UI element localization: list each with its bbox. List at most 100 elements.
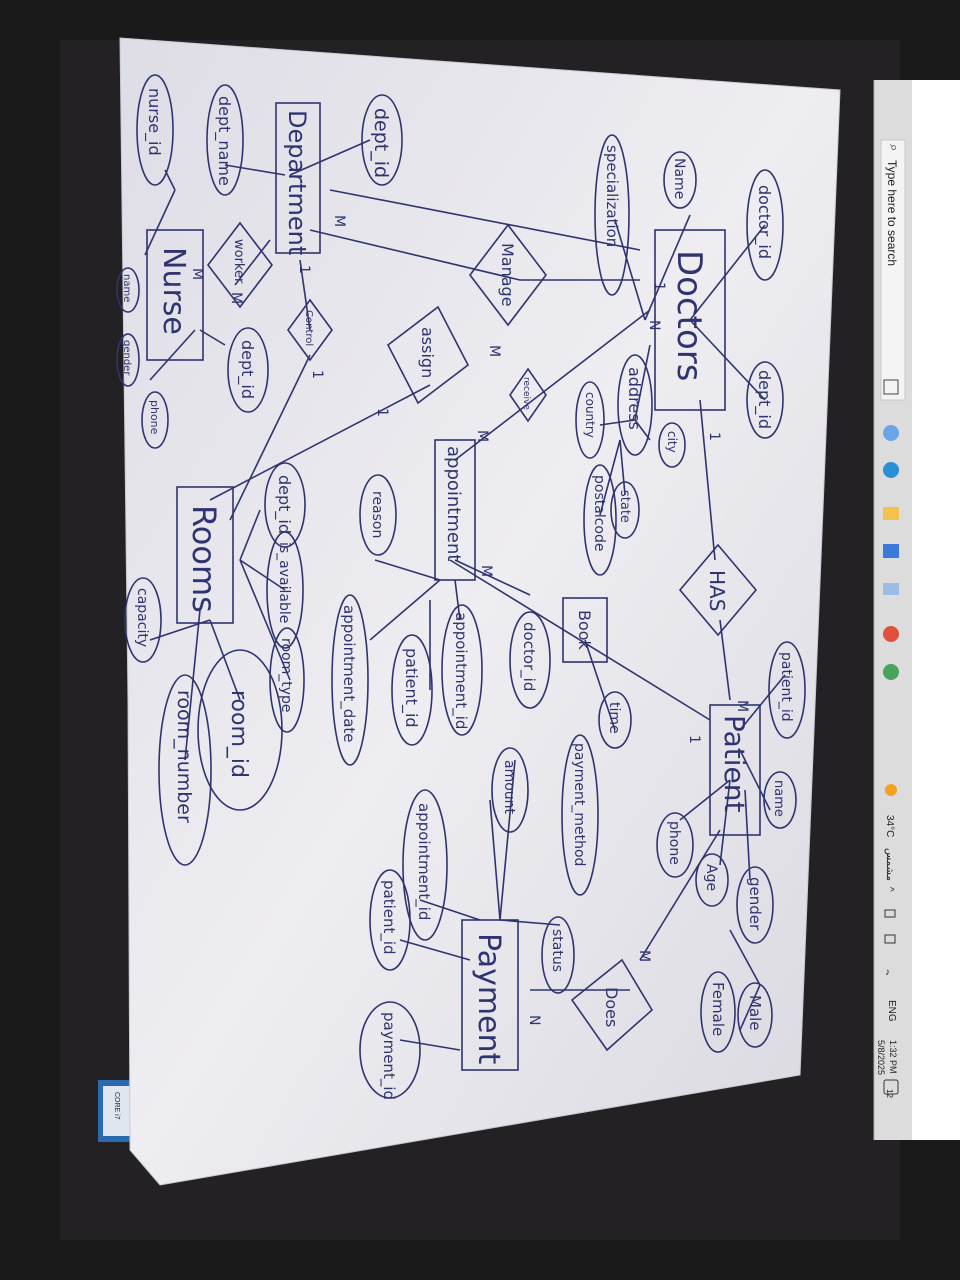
store-icon[interactable] — [883, 544, 899, 558]
attr-nurse-id-label: nurse_id — [144, 88, 164, 156]
clock-time[interactable]: 1:32 PM — [888, 1040, 898, 1074]
cardinality-7: 1 — [651, 282, 667, 291]
attr-patient-name-label: name — [771, 780, 786, 817]
attr-status-label: status — [549, 929, 565, 972]
cardinality-6: M — [478, 565, 494, 577]
battery-icon — [884, 909, 896, 918]
entity-department-label: Department — [283, 110, 311, 255]
copilot-icon[interactable] — [883, 425, 899, 441]
attr-room-type — [269, 627, 305, 733]
relationship-has-label: HAS — [705, 570, 729, 611]
file-explorer-icon[interactable] — [883, 507, 899, 520]
entity-patient — [709, 704, 761, 836]
attr-patient-phone — [656, 812, 694, 878]
entity-appointment — [434, 439, 476, 581]
attr-room-id — [197, 649, 283, 811]
attr-nurse-dept-id-label: dept_id — [237, 340, 257, 399]
relationship-worker-label: worker — [231, 239, 246, 284]
attr-doctor-id-label: doctor_id — [754, 185, 774, 259]
relationship-assign — [386, 305, 470, 405]
notification-icon[interactable] — [883, 1079, 899, 1095]
relationship-control-label: Control — [303, 310, 314, 346]
cardinality-10: 1 — [374, 408, 390, 417]
relationship-assign-label: assign — [418, 327, 437, 378]
cardinality-4: M — [636, 950, 652, 962]
cardinality-5: N — [526, 1015, 542, 1025]
attr-nurse-gender-label: gender — [121, 340, 132, 376]
entity-rooms-label: Rooms — [185, 505, 223, 613]
attr-specialization-label: specialization — [603, 145, 621, 247]
attr-payment-id-label: payment_id — [379, 1012, 398, 1100]
attr-room-number-label: room_number — [173, 690, 195, 823]
attr-is-available-label: is_available — [276, 542, 292, 623]
attr-specialization — [594, 134, 630, 296]
attr-room-dept-id — [264, 462, 306, 548]
attr-nurse-id — [136, 74, 174, 186]
relationship-does-label: Does — [602, 987, 621, 1027]
attr-appt-patient-id — [391, 634, 433, 746]
attr-appointment-date-label: appointment_date — [339, 605, 358, 743]
entity-doctors-label: Doctors — [669, 250, 709, 382]
entity-rooms — [176, 486, 234, 624]
attr-address-label: address — [625, 367, 644, 430]
attr-address — [617, 354, 653, 456]
attr-patient-id-label: patient_id — [778, 652, 794, 722]
chevron-up-icon[interactable]: ^ — [884, 887, 895, 892]
mail-icon[interactable] — [883, 583, 899, 595]
attr-appointment-id-label: appointment_id — [451, 612, 470, 729]
attr-appointment-date — [331, 594, 369, 766]
network-icon[interactable] — [884, 934, 896, 944]
attr-doctor-dept-id — [746, 361, 784, 439]
connector-lines — [144, 139, 786, 1051]
clock-date[interactable]: 5/8/2025 — [876, 1040, 886, 1075]
relationship-has — [678, 543, 758, 637]
search-icon[interactable]: ⌕ — [887, 144, 902, 151]
attr-patient-phone-label: phone — [666, 821, 682, 865]
weather-desc: مشمس — [884, 848, 895, 881]
attr-doctor-dept-id-label: dept_id — [754, 370, 774, 429]
attr-dept-name — [206, 84, 244, 196]
attr-capacity-label: capacity — [134, 588, 150, 647]
cardinality-2: M — [734, 700, 750, 712]
cardinality-15: M — [228, 292, 244, 304]
entity-payment-label: Payment — [471, 933, 506, 1065]
attr-dept-id — [361, 94, 403, 186]
attr-nurse-phone — [141, 391, 169, 449]
search-box[interactable] — [880, 139, 906, 401]
attr-country — [575, 381, 605, 459]
chrome-icon[interactable] — [883, 626, 899, 642]
relationship-receive-label: receive — [521, 377, 531, 410]
attr-payment-method — [561, 734, 599, 896]
relationship-control — [287, 298, 333, 362]
relationship-book-label: Book — [575, 610, 594, 651]
attr-nurse-dept-id — [227, 327, 269, 413]
attr-postal-code-label: postalcode — [591, 475, 607, 551]
task-view-icon[interactable] — [883, 379, 899, 395]
attr-pay-patient-id-label: patient_id — [379, 880, 398, 955]
cardinality-16: M — [474, 430, 490, 442]
attr-appt-doctor-id — [509, 611, 551, 709]
cardinality-9: N — [646, 320, 662, 330]
attr-payment-method-label: payment_method — [571, 743, 587, 866]
cardinality-14: M — [189, 268, 205, 280]
entity-nurse-label: Nurse — [156, 247, 191, 335]
entity-department — [275, 102, 321, 254]
chrome-profile-icon[interactable] — [883, 664, 899, 680]
attr-pay-appointment-id-label: appointment_id — [414, 803, 433, 920]
cpu-sticker-label: CORE i7 — [113, 1092, 120, 1120]
entity-patient-label: Patient — [718, 715, 751, 813]
laptop-screen — [912, 80, 960, 1140]
language-indicator[interactable]: ENG — [886, 1000, 897, 1022]
weather-temp: 34°C — [884, 815, 895, 837]
relationship-receive — [509, 367, 547, 423]
attr-state — [610, 481, 640, 539]
attr-patient-name — [763, 771, 797, 829]
cardinality-12: 1 — [296, 265, 312, 274]
edge-icon[interactable] — [883, 462, 899, 478]
volume-icon[interactable]: ♪ — [885, 967, 890, 978]
relationship-does — [570, 958, 654, 1052]
attr-room-type-label: room_type — [278, 638, 294, 713]
attr-nurse-gender — [116, 333, 140, 387]
er-diagram: Doctors Department Nurse appointment Roo… — [116, 74, 806, 1100]
